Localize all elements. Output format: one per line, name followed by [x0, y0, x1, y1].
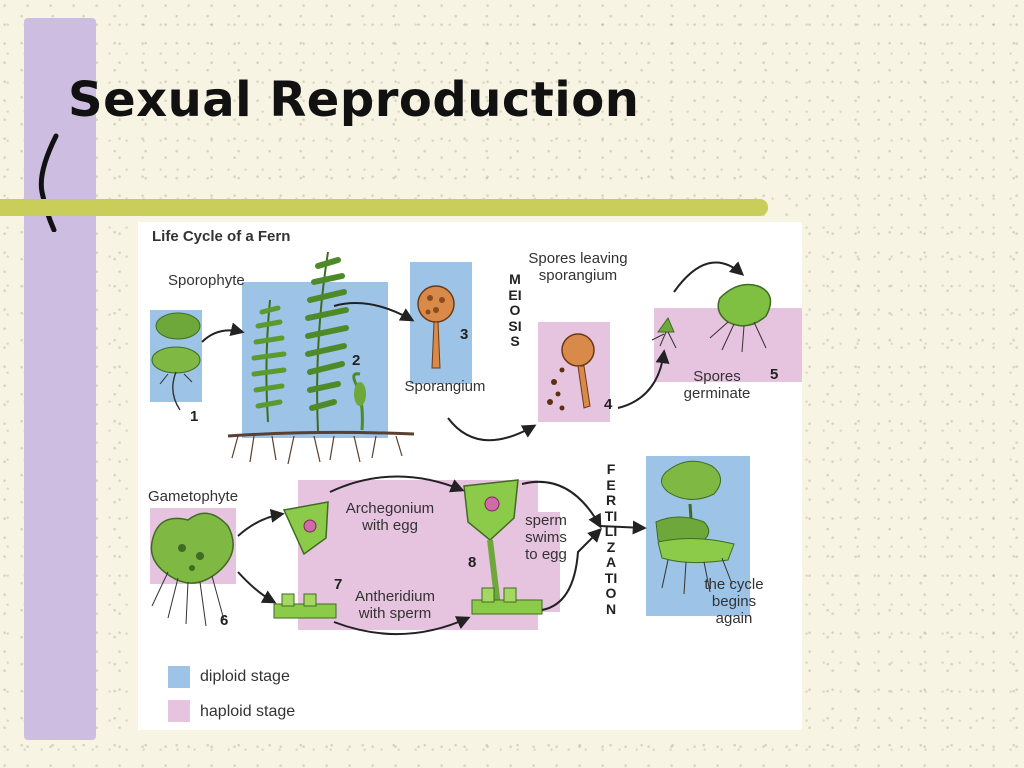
label-meiosis: MEIOSIS — [508, 271, 522, 349]
arrow-archegonium-to-8 — [329, 475, 465, 493]
label-sperm-swims: sperm swims to egg — [525, 512, 567, 563]
arrow-to-fertilization-bottom — [541, 528, 602, 611]
arrow-fertilization-to-new — [599, 520, 647, 535]
stage-number-2: 2 — [352, 352, 361, 369]
antheridium-large-illustration — [471, 587, 543, 615]
gametophyte-illustration — [150, 512, 234, 627]
cycle-arrows — [201, 261, 745, 635]
label-spores-germinate: Spores germinate — [683, 368, 751, 402]
legend-swatch-diploid — [168, 666, 190, 688]
label-fertilization: FERTILIZATION — [604, 461, 618, 617]
diploid-bg-sporangium — [410, 262, 472, 384]
label-gametophyte: Gametophyte — [148, 488, 239, 505]
label-archegonium: Archegonium with egg — [345, 500, 435, 534]
label-antheridium: Antheridium with sperm — [354, 588, 436, 622]
label-sporangium: Sporangium — [404, 378, 486, 395]
diploid-bg-mature-fern — [242, 282, 388, 438]
arrow-4-to-5 — [617, 349, 670, 409]
arrow-1-to-2 — [201, 322, 245, 343]
fern-life-cycle-diagram: Life Cycle of a Fern Sporophyte Sporangi… — [138, 222, 802, 730]
archegonium-small-illustration — [282, 501, 329, 556]
arrow-6-to-antheridium — [237, 571, 277, 604]
haploid-bg-sperm — [512, 512, 560, 612]
stage-number-7: 7 — [334, 576, 343, 593]
stage-number-8: 8 — [468, 554, 477, 571]
bracket-decoration — [38, 133, 59, 232]
arrow-5-to-mature — [673, 261, 745, 293]
arrow-3-to-4 — [447, 417, 537, 442]
title-rule — [0, 199, 768, 216]
diagram-title: Life Cycle of a Fern — [152, 228, 291, 245]
arrow-to-fertilization-top — [521, 480, 602, 529]
legend-label-haploid: haploid stage — [200, 703, 296, 720]
label-sporophyte: Sporophyte — [168, 272, 245, 289]
arrow-antheridium-to-8 — [333, 616, 471, 635]
label-spores-leaving: Spores leaving sporangium — [528, 250, 628, 284]
stage-number-3: 3 — [460, 326, 469, 343]
stage-number-5: 5 — [770, 366, 779, 383]
archegonium-large-illustration — [463, 479, 519, 607]
arrow-2-to-3 — [333, 302, 415, 322]
legend-swatch-haploid — [168, 700, 190, 722]
slide-title: Sexual Reproduction — [68, 72, 640, 128]
spores-leaving-illustration — [547, 333, 595, 411]
germinating-spore-illustration — [651, 283, 772, 353]
stage-number-4: 4 — [604, 396, 613, 413]
diagram-graphics — [150, 251, 802, 722]
legend-label-diploid: diploid stage — [200, 668, 290, 685]
label-cycle-begins: the cycle begins again — [704, 576, 764, 627]
sidebar-decoration — [24, 18, 96, 740]
antheridium-small-illustration — [273, 593, 337, 619]
sporangium-illustration — [417, 285, 455, 369]
mature-fern-illustration — [227, 251, 415, 465]
stage-number-1: 1 — [190, 408, 199, 425]
new-sporophyte-illustration — [655, 460, 735, 595]
arrow-6-to-archegonium — [237, 508, 285, 537]
stage-number-6: 6 — [220, 612, 229, 629]
young-sporophyte-illustration — [151, 312, 201, 411]
